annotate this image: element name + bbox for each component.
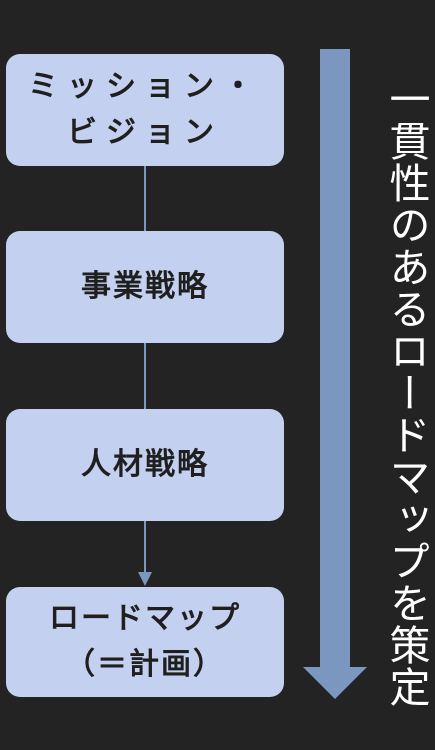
business-strategy-box: 事業戦略 xyxy=(6,231,284,343)
roadmap-line1: ロードマップ xyxy=(49,601,241,636)
connector-arrowhead xyxy=(138,572,152,586)
hr-strategy-label: 人材戦略 xyxy=(81,447,209,482)
roadmap-label: ロードマップ （＝計画） xyxy=(49,596,241,688)
hr-strategy-box: 人材戦略 xyxy=(6,409,284,521)
mission-vision-line1: ミッション・ xyxy=(28,69,262,104)
connector-line-1 xyxy=(144,166,146,231)
mission-vision-box: ミッション・ ビジョン xyxy=(6,54,284,166)
roadmap-box: ロードマップ （＝計画） xyxy=(6,587,284,697)
down-arrow-icon xyxy=(303,49,367,699)
business-strategy-label: 事業戦略 xyxy=(81,269,209,304)
connector-line-2 xyxy=(144,343,146,409)
mission-vision-line2: ビジョン xyxy=(67,115,223,150)
roadmap-line2: （＝計画） xyxy=(65,647,225,682)
connector-line-3 xyxy=(144,521,146,575)
consistent-roadmap-caption: 一貫性のあるロードマップを策定 xyxy=(382,78,430,708)
down-arrow-shape xyxy=(303,49,367,699)
mission-vision-label: ミッション・ ビジョン xyxy=(28,64,262,156)
